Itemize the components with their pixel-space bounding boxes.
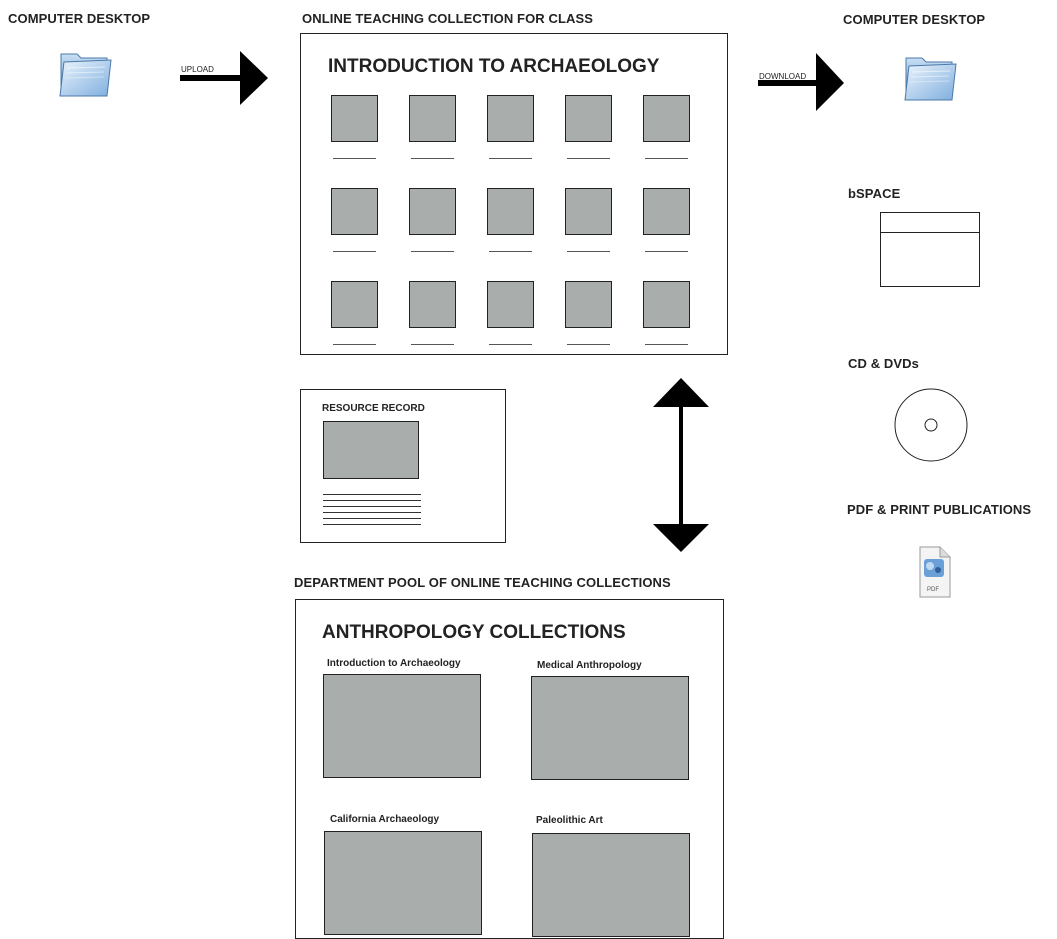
thumbnail-caption-line (645, 158, 688, 159)
record-text-line (323, 494, 421, 495)
record-text-line (323, 500, 421, 501)
collection-title: Introduction to Archaeology (327, 658, 461, 669)
thumbnail[interactable] (643, 95, 690, 142)
record-text-line (323, 518, 421, 519)
thumbnail[interactable] (331, 95, 378, 142)
pdf-title: PDF & PRINT PUBLICATIONS (847, 502, 1032, 517)
thumbnail-caption-line (567, 158, 610, 159)
thumbnail-caption-line (411, 158, 454, 159)
thumbnail[interactable] (487, 281, 534, 328)
class-collection-heading: ONLINE TEACHING COLLECTION FOR CLASS (302, 11, 594, 26)
thumbnail[interactable] (409, 188, 456, 235)
thumbnail-caption-line (645, 251, 688, 252)
thumbnail-caption-line (333, 344, 376, 345)
collection-thumbnail[interactable] (324, 831, 482, 935)
folder-icon (55, 46, 115, 100)
thumbnail[interactable] (643, 281, 690, 328)
class-collection-panel: INTRODUCTION TO ARCHAEOLOGY (300, 33, 728, 355)
double-arrow-icon (652, 378, 710, 558)
thumbnail-caption-line (411, 251, 454, 252)
thumbnail-caption-line (489, 251, 532, 252)
thumbnail[interactable] (409, 95, 456, 142)
thumbnail-caption-line (333, 158, 376, 159)
thumbnail[interactable] (565, 188, 612, 235)
left-desktop-title: COMPUTER DESKTOP (8, 11, 151, 26)
collection-thumbnail[interactable] (323, 674, 481, 778)
record-text-line (323, 506, 421, 507)
cd-title: CD & DVDs (848, 356, 919, 371)
record-text-line (323, 524, 421, 525)
thumbnail[interactable] (409, 281, 456, 328)
thumbnail-caption-line (645, 344, 688, 345)
thumbnail[interactable] (565, 281, 612, 328)
download-label: DOWNLOAD (759, 72, 807, 81)
thumbnail-caption-line (333, 251, 376, 252)
window-icon (880, 212, 981, 293)
thumbnail[interactable] (487, 95, 534, 142)
upload-label: UPLOAD (181, 65, 214, 74)
thumbnail[interactable] (643, 188, 690, 235)
resource-record-title: RESOURCE RECORD (322, 403, 425, 414)
record-text-line (323, 512, 421, 513)
bspace-title: bSPACE (848, 186, 901, 201)
thumbnail[interactable] (331, 281, 378, 328)
thumbnail-caption-line (489, 158, 532, 159)
pdf-icon-text: PDF (927, 587, 939, 593)
pdf-file-icon: PDF (916, 543, 952, 604)
thumbnail[interactable] (331, 188, 378, 235)
thumbnail-caption-line (567, 251, 610, 252)
class-collection-title: INTRODUCTION TO ARCHAEOLOGY (328, 56, 660, 77)
collection-title: Medical Anthropology (537, 660, 642, 671)
upload-arrow-icon (180, 51, 272, 112)
collection-thumbnail[interactable] (531, 676, 689, 780)
folder-icon (900, 50, 960, 104)
thumbnail-caption-line (567, 344, 610, 345)
right-desktop-title: COMPUTER DESKTOP (843, 12, 986, 27)
department-pool-panel: ANTHROPOLOGY COLLECTIONS Introduction to… (295, 599, 724, 939)
department-pool-heading: DEPARTMENT POOL OF ONLINE TEACHING COLLE… (294, 575, 671, 590)
collection-title: Paleolithic Art (536, 815, 603, 826)
department-pool-title: ANTHROPOLOGY COLLECTIONS (322, 622, 626, 643)
collection-title: California Archaeology (330, 814, 440, 825)
collection-thumbnail[interactable] (532, 833, 690, 937)
thumbnail-caption-line (489, 344, 532, 345)
thumbnail[interactable] (487, 188, 534, 235)
thumbnail-caption-line (411, 344, 454, 345)
resource-image (323, 421, 419, 479)
resource-record-panel: RESOURCE RECORD (300, 389, 506, 543)
disc-icon (893, 387, 969, 468)
thumbnail[interactable] (565, 95, 612, 142)
download-arrow-icon (758, 53, 848, 116)
